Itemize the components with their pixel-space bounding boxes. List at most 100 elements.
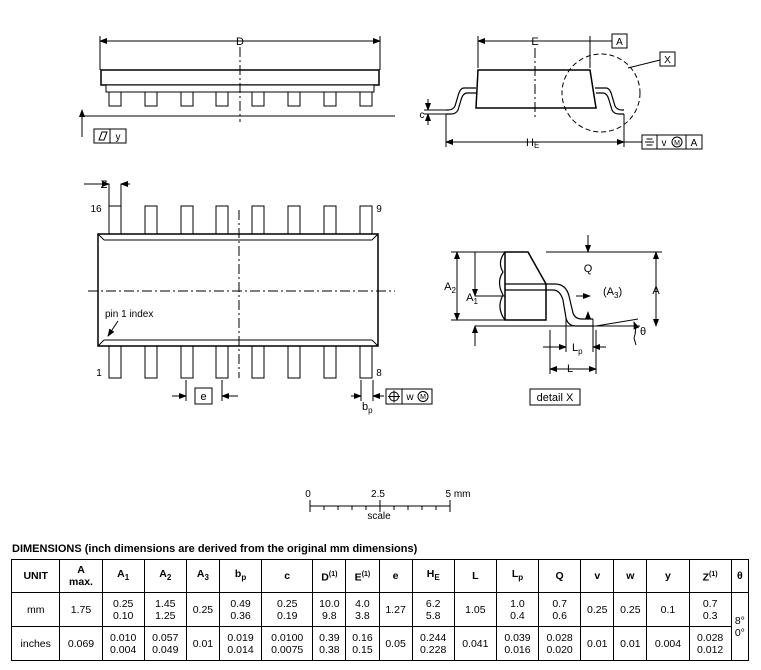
- value-cell: 0.05: [378, 626, 413, 661]
- scale-tick-2-5: 2.5: [371, 489, 385, 500]
- mmc-circle-icon: [417, 391, 429, 402]
- dim-a1-label: A1: [466, 292, 478, 306]
- value-cell: 0.069: [59, 626, 103, 661]
- header-cell: c: [261, 559, 314, 593]
- dim-d-label: D: [236, 36, 244, 48]
- position-tolerance-v-frame: v M A: [641, 134, 703, 150]
- svg-text:M: M: [674, 140, 680, 147]
- header-cell: A3: [185, 559, 220, 593]
- dim-lp-label: Lp: [572, 342, 583, 356]
- detail-x-view: [451, 235, 662, 374]
- end-view: [424, 36, 661, 147]
- lead: [359, 205, 373, 235]
- side-view-leads: [108, 91, 373, 107]
- svg-text:A: A: [691, 138, 698, 149]
- lead: [108, 205, 122, 235]
- value-cell: 0.01: [185, 626, 220, 661]
- header-cell: A1: [101, 559, 145, 593]
- flatness-y-frame: y: [93, 128, 127, 144]
- header-cell: A2: [143, 559, 187, 593]
- lead: [251, 205, 265, 235]
- flatness-y-label: y: [116, 132, 121, 143]
- scale-bar: [309, 500, 451, 512]
- svg-text:detail X: detail X: [537, 392, 574, 404]
- lead: [144, 205, 158, 235]
- header-cell: Z(1): [688, 559, 732, 593]
- scale-tick-0: 0: [305, 489, 311, 500]
- top-view-leads-upper: [108, 205, 373, 235]
- header-cell: v: [580, 559, 615, 593]
- unit-cell: mm: [10, 592, 61, 627]
- detail-x-caption-box: detail X: [529, 388, 581, 406]
- scale-label: scale: [367, 511, 391, 522]
- svg-text:v: v: [662, 138, 667, 149]
- svg-text:X: X: [664, 55, 671, 66]
- value-cell: 0.1: [646, 592, 690, 627]
- unit-cell: inches: [10, 626, 61, 661]
- lead: [144, 345, 158, 379]
- lead: [287, 91, 301, 107]
- lead: [215, 345, 229, 379]
- header-cell: HE: [411, 559, 455, 593]
- value-cell: 1.27: [378, 592, 413, 627]
- header-cell: L: [453, 559, 497, 593]
- dim-he-label: HE: [526, 137, 539, 150]
- top-view-leads-lower: [108, 345, 373, 379]
- lead: [180, 91, 194, 107]
- flatness-icon: [98, 131, 108, 141]
- header-cell: y: [646, 559, 690, 593]
- symmetry-icon: [645, 138, 654, 146]
- mmc-circle-icon: [671, 136, 683, 148]
- dim-a3-label: (A3): [603, 286, 622, 300]
- lead: [323, 91, 337, 107]
- lead: [359, 345, 373, 379]
- scale-tick-5mm: 5 mm: [446, 489, 471, 500]
- lead: [251, 345, 265, 379]
- position-tolerance-w-frame: w M: [385, 388, 433, 405]
- pin-1-label: 1: [96, 368, 102, 379]
- pin-1-index-label: pin 1 index: [105, 309, 153, 320]
- header-cell: UNIT: [10, 559, 61, 593]
- position-icon: [388, 390, 400, 403]
- pin-9-label: 9: [376, 204, 382, 215]
- header-cell: Q: [538, 559, 582, 593]
- svg-text:M: M: [420, 394, 426, 401]
- dim-theta-label: θ: [640, 326, 646, 338]
- dim-a-label: A: [652, 285, 660, 297]
- dim-c-label: c: [420, 110, 425, 121]
- dim-z-label: Z: [101, 179, 108, 191]
- header-cell: bp: [218, 559, 263, 593]
- detail-x-callout: X: [659, 51, 676, 67]
- lead: [287, 205, 301, 235]
- pin-16-label: 16: [90, 204, 102, 215]
- dim-e-label: E: [531, 36, 538, 48]
- lead: [180, 205, 194, 235]
- header-cell: Lp: [495, 559, 540, 593]
- theta-cell: 8°0°: [730, 592, 750, 661]
- top-view: [84, 181, 395, 401]
- svg-text:w: w: [405, 392, 414, 403]
- side-view: [79, 36, 395, 137]
- pitch-e-box: e: [194, 387, 213, 405]
- header-cell: e: [378, 559, 413, 593]
- value-cell: 0.01: [613, 626, 648, 661]
